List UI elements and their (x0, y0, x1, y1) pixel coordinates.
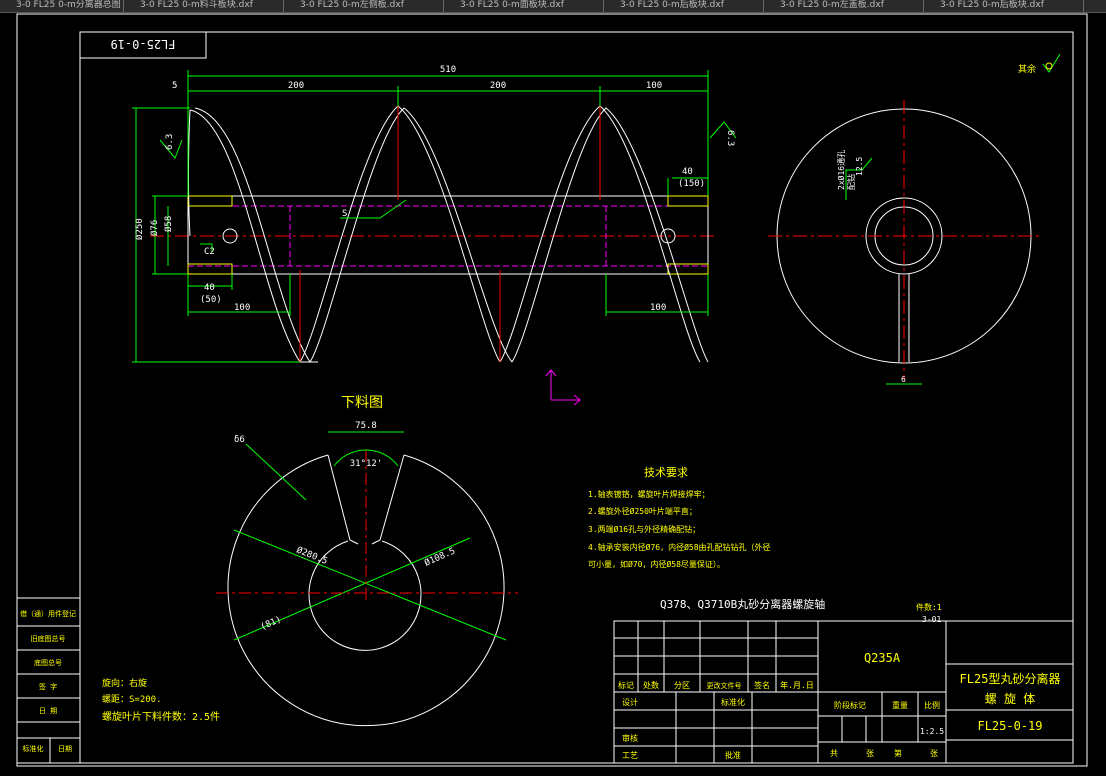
top-code: FL25-0-19 (110, 37, 175, 51)
top-code-box (79, 31, 207, 59)
side-label: 旧底图总号 (31, 634, 66, 643)
file-tab[interactable]: 3-0 FL25 0-m左盖板.dxf (764, 0, 924, 12)
dim-lead-1: 200 (288, 81, 304, 91)
side-label: 日 期 (39, 707, 57, 715)
dim-chamfer: C2 (204, 247, 215, 257)
tech-line: 4.轴承安装内径Ø76，内径Ø58由孔配钻钻孔（外径 (588, 542, 771, 552)
quantity-code: 3-01 (922, 615, 941, 624)
dim-bore-diameter: Ø58 (163, 216, 174, 232)
front-view (132, 70, 737, 363)
side-label: 日期 (58, 745, 72, 753)
dim-left-length: 100 (234, 303, 250, 313)
dim-left-offset: 5 (172, 81, 177, 91)
tech-line: 1.轴表镀铬，螺旋叶片焊接焊牢； (588, 489, 710, 499)
roughness-icon (1042, 53, 1061, 73)
blank-inner-diameter: Ø108.5 (423, 545, 457, 568)
roughness-note: 其余 (1018, 63, 1036, 75)
blank-view (216, 431, 518, 727)
inner-border (79, 31, 1074, 764)
tb-chushu: 处数 (643, 680, 659, 690)
file-tab-bar: 3-0 FL25 0-m分离器总图 3-0 FL25 0-m料斗板块.dxf 3… (0, 0, 1106, 13)
ucs-icon (545, 369, 581, 406)
tech-line: 2.螺旋外径Ø250叶片端平直； (588, 506, 697, 516)
side-view (768, 100, 1040, 385)
dim-left-groove-paren: (50) (200, 295, 222, 305)
file-tab[interactable]: 3-0 FL25 0-m分离器总图 (0, 0, 124, 12)
dim-left-groove: 40 (204, 283, 215, 293)
dim-outer-diameter: Ø250 (134, 218, 145, 240)
tb-jieduan: 阶段标记 (834, 700, 866, 710)
file-tab[interactable]: 3-0 FL25 0-m后板块.dxf (604, 0, 764, 12)
scale-value: 1:2.5 (920, 727, 944, 736)
material: Q235A (864, 651, 901, 665)
dim-shaft-diameter: Ø76 (149, 220, 160, 236)
dim-lead-2: 200 (490, 81, 506, 91)
outer-border (16, 13, 1088, 767)
blank-chord: (81) (259, 615, 283, 633)
note-direction: 旋向：右旋 (102, 677, 147, 689)
tech-title: 技术要求 (644, 466, 688, 479)
tb-gengwen: 更改文件号 (707, 681, 742, 690)
dim-right-groove-paren: (150) (678, 179, 705, 189)
file-tab[interactable]: 3-0 FL25 0-m后板块.dxf (924, 0, 1084, 12)
blank-outer-diameter: Ø280.5 (295, 545, 329, 567)
part-title: Q378、Q3710B丸砂分离器螺旋轴 (660, 597, 825, 611)
side-bottom-dim: 6 (901, 375, 906, 384)
side-note-2: 配钻 (846, 174, 856, 190)
drawing-number: FL25-0-19 (977, 719, 1042, 733)
tb-gongyi: 工艺 (622, 751, 638, 760)
tb-sheji: 设计 (622, 697, 638, 707)
tb-zhongliang: 重量 (892, 700, 908, 710)
tb-bili: 比例 (924, 700, 940, 710)
assembly-name: 螺 旋 体 (985, 692, 1035, 706)
side-label: 底图总号 (34, 658, 62, 667)
roughness-side: 12.5 (855, 157, 864, 176)
roughness-left: 6.3 (165, 134, 175, 150)
tb-biaoji: 标记 (618, 680, 634, 690)
note-count: 螺旋叶片下料件数：2.5件 (102, 710, 220, 723)
company-name: FL25型丸砂分离器 (960, 671, 1061, 686)
quantity-label: 件数:1 (916, 602, 942, 612)
dim-overall: 510 (440, 65, 456, 75)
blank-width: 75.8 (355, 421, 377, 431)
dim-thickness: S (342, 209, 347, 219)
tb-qianming: 签名 (754, 680, 770, 690)
roughness-right: 6.3 (725, 130, 735, 146)
side-label: 标准化 (23, 744, 44, 753)
dim-end-length: 100 (646, 81, 662, 91)
blank-angle: 31°12' (350, 459, 383, 469)
title-block-grid (613, 620, 1074, 764)
tech-line: 3.两端Ø16孔与外径精确配钻； (588, 524, 700, 534)
tb-zhang: 张 (866, 749, 874, 758)
dim-right-length: 100 (650, 303, 666, 313)
tb-di: 第 (894, 748, 902, 758)
note-pitch: 螺距：S=200. (102, 694, 162, 705)
tech-line: 可小量，如Ø70，内径Ø58尽量保证）。 (588, 559, 725, 569)
tb-gong: 共 (830, 749, 838, 758)
side-label: 借（通）用件登记 (20, 609, 76, 618)
file-tab[interactable]: 3-0 FL25 0-m左侧板.dxf (284, 0, 444, 12)
blank-title: 下料图 (341, 395, 383, 411)
tb-zhang2: 张 (930, 749, 938, 758)
tb-nyr: 年.月.日 (780, 680, 814, 690)
left-strip-grid (16, 597, 81, 764)
tb-fenqu: 分区 (674, 681, 690, 690)
tb-shenhe: 审核 (622, 733, 638, 743)
file-tab[interactable]: 3-0 FL25 0-m面板块.dxf (444, 0, 604, 12)
side-label: 签 字 (39, 682, 57, 691)
blank-thickness-mark: δ6 (234, 435, 245, 445)
side-note-1: 2xØ16通孔 (836, 150, 846, 190)
dim-right-groove: 40 (682, 167, 693, 177)
tb-biaozhunhua: 标准化 (721, 697, 745, 707)
tb-pizhun: 批准 (725, 750, 741, 760)
file-tab[interactable]: 3-0 FL25 0-m料斗板块.dxf (124, 0, 284, 12)
